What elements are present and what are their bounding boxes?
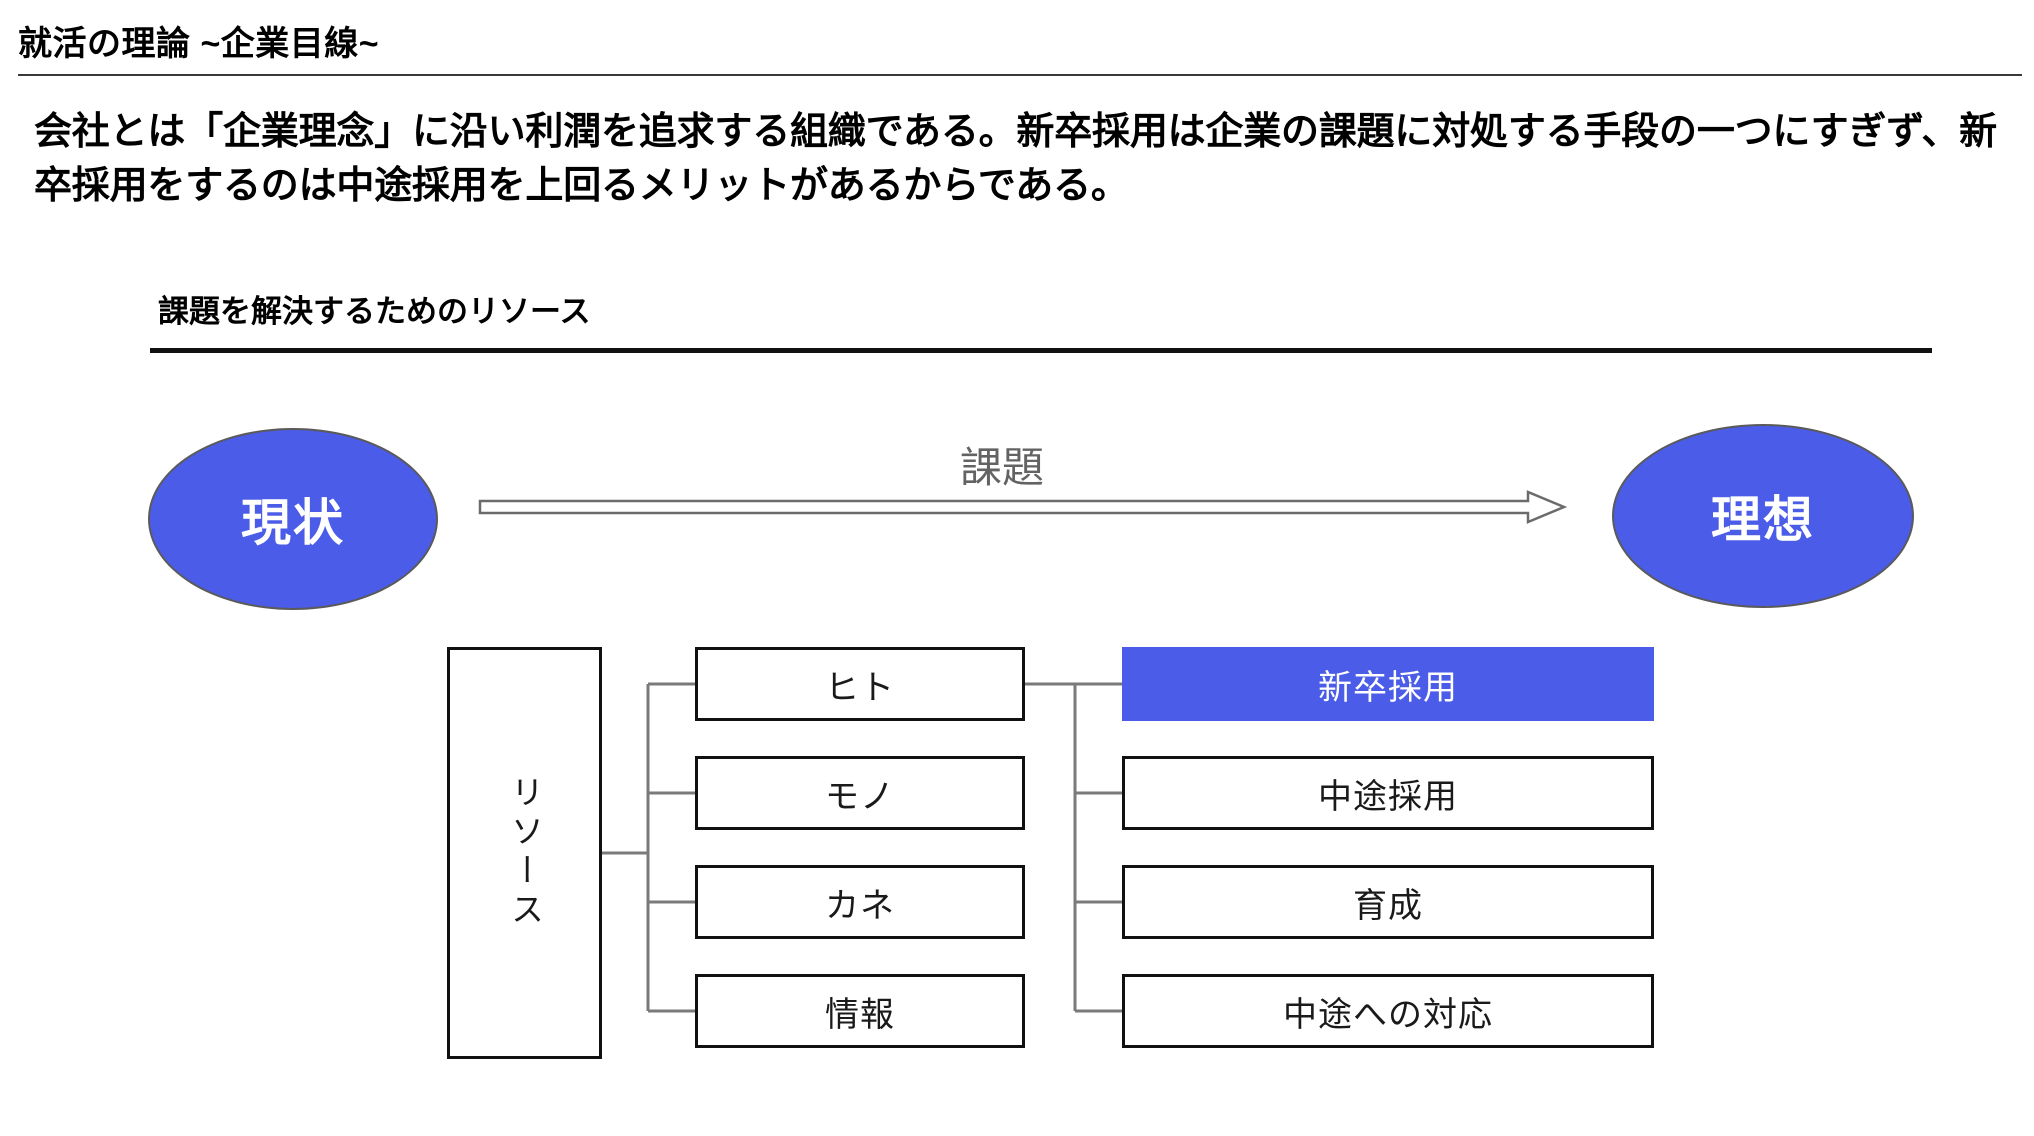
tree-node-joho[interactable]: 情報 (695, 974, 1025, 1048)
subheading-divider (150, 348, 1932, 353)
page-title: 就活の理論 ~企業目線~ (18, 25, 380, 63)
tree-node-hito[interactable]: ヒト (695, 647, 1025, 721)
tree-root-resource[interactable]: リソース (447, 647, 602, 1059)
tree-node-kane[interactable]: カネ (695, 865, 1025, 939)
lead-paragraph: 会社とは「企業理念」に沿い利潤を追求する組織である。新卒採用は企業の課題に対処す… (34, 111, 1997, 207)
tree-node-shinsotsu-saiyo[interactable]: 新卒採用 (1122, 647, 1654, 721)
section-subheading: 課題を解決するためのリソース (158, 294, 591, 329)
current-state-label: 現状 (241, 495, 345, 551)
tree-node-mono[interactable]: モノ (695, 756, 1025, 830)
gap-arrow-label: 課題 (960, 444, 1045, 491)
ideal-state-label: 理想 (1711, 492, 1815, 548)
tree-node-chuto-taio[interactable]: 中途への対応 (1122, 974, 1654, 1048)
current-state-ellipse: 現状 (148, 428, 438, 610)
gap-arrow-icon (478, 490, 1568, 524)
tree-node-ikusei[interactable]: 育成 (1122, 865, 1654, 939)
ideal-state-ellipse: 理想 (1612, 424, 1914, 608)
tree-node-chuto-saiyo[interactable]: 中途採用 (1122, 756, 1654, 830)
title-divider (18, 74, 2022, 76)
